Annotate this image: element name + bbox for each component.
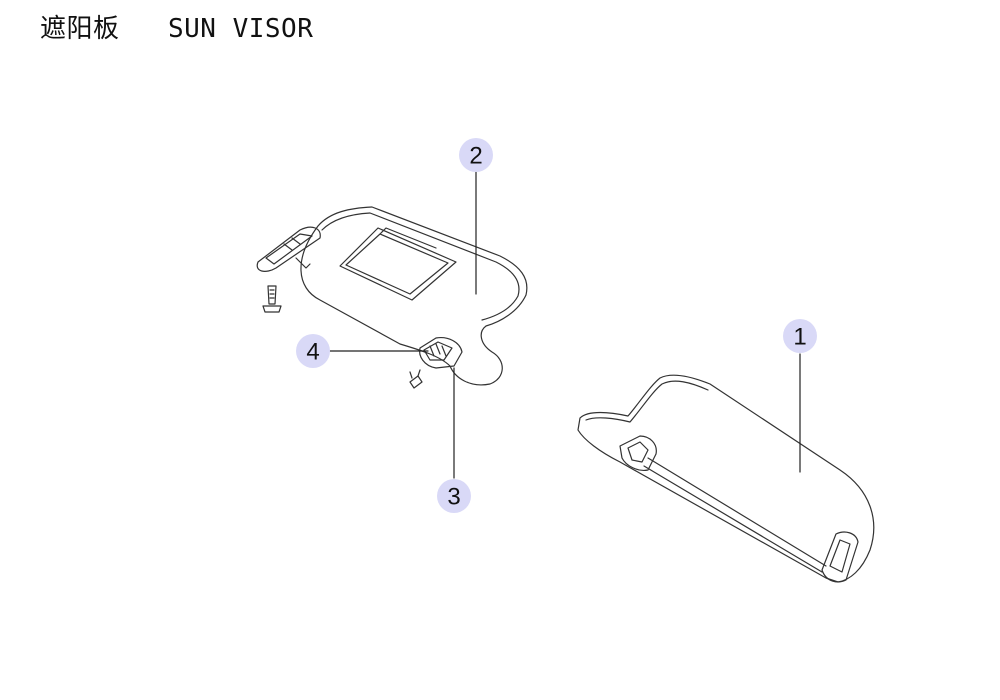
sun-visor-left [256, 206, 528, 386]
visor-retainer-clip [419, 337, 463, 369]
callout-4: 4 [296, 334, 330, 368]
leader-lines [329, 171, 801, 479]
page-title: 遮阳板 SUN VISOR [40, 8, 313, 45]
sun-visor-right [577, 374, 875, 583]
callout-2: 2 [459, 138, 493, 172]
title-en: SUN VISOR [167, 14, 314, 44]
callout-4-label: 4 [306, 339, 319, 366]
callout-3-label: 3 [447, 484, 460, 511]
callout-3: 3 [437, 479, 471, 513]
callout-1-label: 1 [793, 324, 806, 351]
callout-1: 1 [783, 319, 817, 353]
title-cn: 遮阳板 [40, 14, 120, 44]
clip-screw [409, 369, 423, 389]
callout-2-label: 2 [469, 143, 482, 170]
